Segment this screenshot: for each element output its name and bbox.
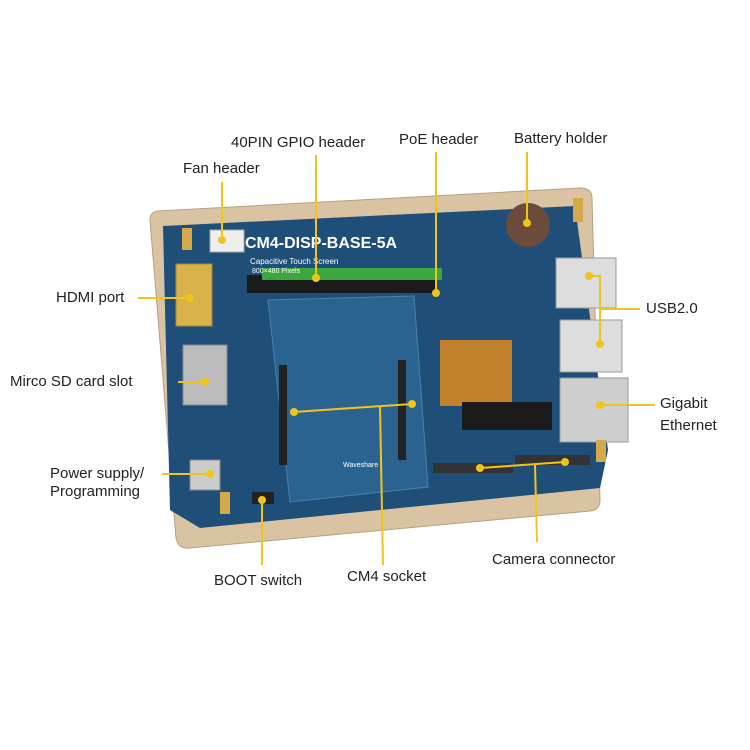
m2-slot [462,402,552,430]
leader-cm4 [379,406,384,566]
fpc-cable [440,340,512,406]
leader-camera [534,464,538,543]
usb-port-2 [559,319,623,373]
board-model: CM4-DISP-BASE-5A [245,235,397,252]
board-brand: Waveshare [343,462,378,469]
board-resolution: 800×480 Pixels [252,268,301,275]
callout-camera: Camera connector [492,551,616,568]
cam0-connector [433,463,513,473]
fan-connector [209,229,245,253]
leader-cm4-h [293,403,413,413]
callout-battery: Battery holder [514,130,608,147]
hdmi-connector [175,263,213,327]
callout-cm4: CM4 socket [347,568,427,585]
callout-ethernet: Gigabit Ethernet [660,395,717,434]
board-subtitle: Capacitive Touch Screen [250,257,338,266]
leader-lines [138,152,655,566]
callout-boot: BOOT switch [214,572,303,589]
ethernet-port [559,377,629,443]
usb-port-1 [555,257,617,309]
callout-fan: Fan header [183,160,260,177]
cm4-connector-left [279,365,287,465]
leader-dots [186,219,604,504]
cam1-connector [515,455,590,465]
sd-slot [182,344,228,406]
leader-camera-h [479,461,566,469]
cm4-connector-right [398,360,406,460]
callout-gpio: 40PIN GPIO header [231,134,366,151]
callout-sd: Mirco SD card slot [10,373,133,390]
callout-hdmi: HDMI port [56,289,125,306]
callout-usb: USB2.0 [646,300,698,317]
callout-power: Power supply/ Programming [50,465,145,500]
callout-poe: PoE header [399,131,479,148]
